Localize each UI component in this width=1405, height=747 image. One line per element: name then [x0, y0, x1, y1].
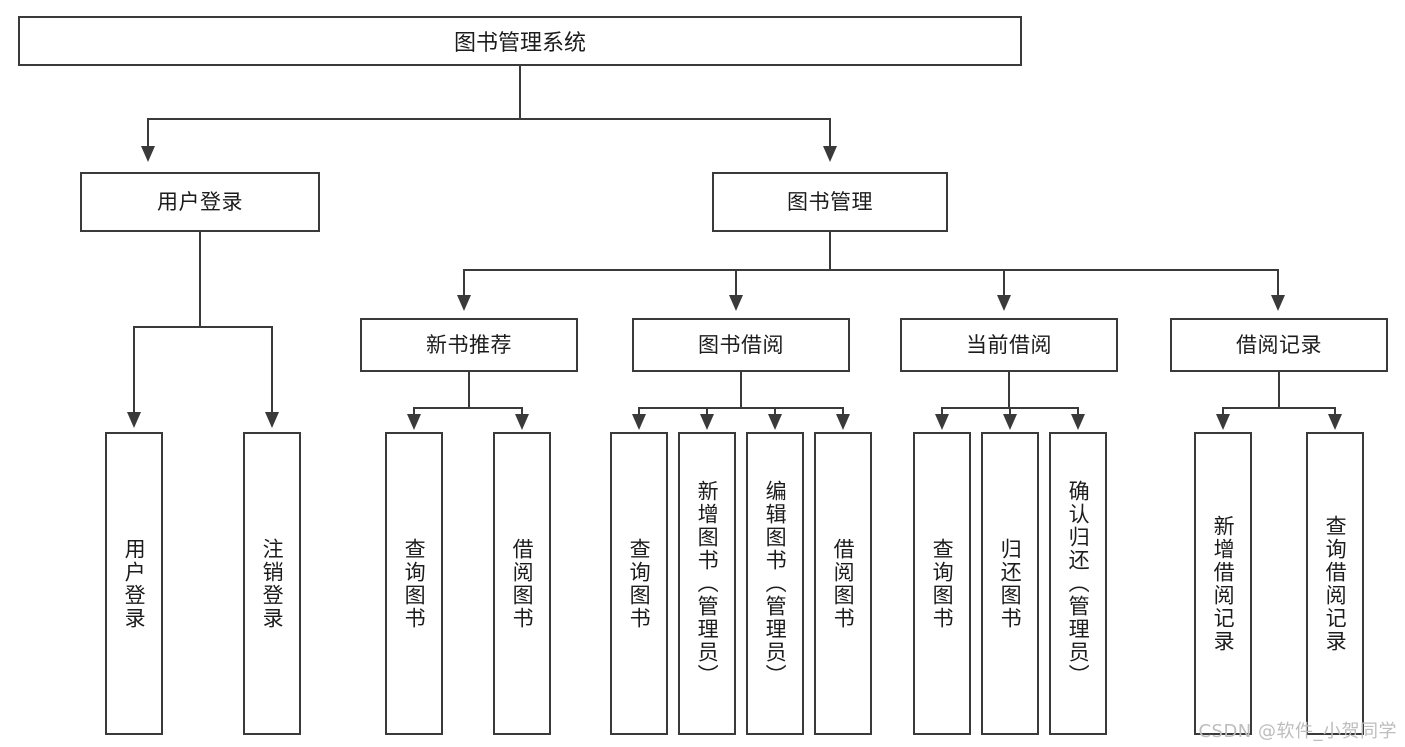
connector-book-borrow-stem [740, 372, 742, 408]
arrowhead-leaf-c3 [1071, 414, 1085, 430]
connector-new-book-stem [468, 372, 470, 408]
leaf-book-borrow-1-label: 新增图书（管理员） [695, 480, 720, 687]
arrowhead-leaf-c2 [1003, 414, 1017, 430]
connector-level1-bus [147, 118, 831, 120]
leaf-new-book-0[interactable]: 查询图书 [385, 432, 443, 735]
node-book-manage-label: 图书管理 [787, 189, 873, 214]
node-current-borrow[interactable]: 当前借阅 [900, 318, 1118, 372]
leaf-user-login-0[interactable]: 用户登录 [105, 432, 163, 735]
connector-drop-leaf-b1 [638, 407, 640, 416]
connector-new-book-bus [413, 407, 523, 409]
connector-drop-leaf-u1 [133, 326, 135, 414]
connector-drop-leaf-r2 [1334, 407, 1336, 416]
leaf-borrow-record-1-label: 查询借阅记录 [1323, 514, 1348, 653]
arrowhead-leaf-n2 [515, 414, 529, 430]
leaf-user-login-1-label: 注销登录 [260, 537, 285, 630]
node-current-borrow-label: 当前借阅 [966, 332, 1052, 357]
node-new-book-recommend[interactable]: 新书推荐 [360, 318, 578, 372]
node-book-borrow[interactable]: 图书借阅 [632, 318, 850, 372]
connector-user-login-bus [133, 326, 271, 328]
arrowhead-borrow [729, 295, 743, 311]
connector-drop-leaf-c2 [1009, 407, 1011, 416]
arrowhead-user-login [141, 146, 155, 162]
connector-level2-bus [463, 269, 1279, 271]
leaf-current-borrow-1-label: 归还图书 [998, 537, 1023, 630]
arrowhead-record [1271, 295, 1285, 311]
leaf-book-borrow-0[interactable]: 查询图书 [610, 432, 668, 735]
node-borrow-record-label: 借阅记录 [1236, 332, 1322, 357]
arrowhead-leaf-r1 [1216, 414, 1230, 430]
leaf-borrow-record-1[interactable]: 查询借阅记录 [1306, 432, 1364, 735]
node-book-manage[interactable]: 图书管理 [712, 172, 948, 232]
connector-drop-leaf-n1 [413, 407, 415, 416]
leaf-current-borrow-2-label: 确认归还（管理员） [1066, 480, 1091, 687]
leaf-book-borrow-2-label: 编辑图书（管理员） [763, 480, 788, 687]
connector-drop-leaf-c3 [1077, 407, 1079, 416]
node-new-book-recommend-label: 新书推荐 [426, 332, 512, 357]
node-book-borrow-label: 图书借阅 [698, 332, 784, 357]
connector-book-manage-stem [829, 232, 831, 270]
node-borrow-record[interactable]: 借阅记录 [1170, 318, 1388, 372]
arrowhead-leaf-u2 [265, 412, 279, 428]
arrowhead-leaf-b2 [700, 414, 714, 430]
node-root-label: 图书管理系统 [453, 31, 586, 56]
connector-drop-record [1277, 269, 1279, 297]
arrowhead-leaf-b3 [768, 414, 782, 430]
leaf-borrow-record-0[interactable]: 新增借阅记录 [1194, 432, 1252, 735]
arrowhead-leaf-u1 [127, 412, 141, 428]
connector-drop-leaf-u2 [271, 326, 273, 414]
leaf-book-borrow-1[interactable]: 新增图书（管理员） [678, 432, 736, 735]
leaf-book-borrow-0-label: 查询图书 [627, 537, 652, 630]
arrowhead-leaf-c1 [935, 414, 949, 430]
leaf-user-login-0-label: 用户登录 [122, 537, 147, 630]
connector-user-login-stem [199, 232, 201, 327]
leaf-new-book-0-label: 查询图书 [402, 537, 427, 630]
leaf-book-borrow-3[interactable]: 借阅图书 [814, 432, 872, 735]
leaf-new-book-1[interactable]: 借阅图书 [493, 432, 551, 735]
connector-book-borrow-bus [638, 407, 844, 409]
connector-drop-leaf-b2 [706, 407, 708, 416]
leaf-book-borrow-2[interactable]: 编辑图书（管理员） [746, 432, 804, 735]
leaf-borrow-record-0-label: 新增借阅记录 [1211, 514, 1236, 653]
leaf-new-book-1-label: 借阅图书 [510, 537, 535, 630]
connector-drop-leaf-b3 [774, 407, 776, 416]
connector-root-stem [519, 66, 521, 119]
arrowhead-leaf-b4 [836, 414, 850, 430]
connector-current-borrow-stem [1008, 372, 1010, 408]
arrowhead-book-manage [823, 146, 837, 162]
node-root-system[interactable]: 图书管理系统 [18, 16, 1022, 66]
leaf-current-borrow-2[interactable]: 确认归还（管理员） [1049, 432, 1107, 735]
leaf-user-login-1[interactable]: 注销登录 [243, 432, 301, 735]
connector-drop-new-book [463, 269, 465, 297]
arrowhead-current [997, 295, 1011, 311]
arrowhead-leaf-b1 [632, 414, 646, 430]
node-user-login[interactable]: 用户登录 [80, 172, 320, 232]
connector-drop-leaf-r1 [1222, 407, 1224, 416]
node-user-login-label: 用户登录 [157, 189, 243, 214]
arrowhead-leaf-n1 [407, 414, 421, 430]
connector-borrow-record-stem [1278, 372, 1280, 408]
leaf-current-borrow-0-label: 查询图书 [930, 537, 955, 630]
leaf-book-borrow-3-label: 借阅图书 [831, 537, 856, 630]
arrowhead-leaf-r2 [1328, 414, 1342, 430]
connector-drop-borrow [735, 269, 737, 297]
connector-drop-current [1003, 269, 1005, 297]
connector-drop-leaf-b4 [842, 407, 844, 416]
leaf-current-borrow-1[interactable]: 归还图书 [981, 432, 1039, 735]
connector-borrow-record-bus [1222, 407, 1336, 409]
leaf-current-borrow-0[interactable]: 查询图书 [913, 432, 971, 735]
connector-drop-leaf-n2 [521, 407, 523, 416]
connector-drop-book-manage [829, 118, 831, 148]
arrowhead-new-book [457, 295, 471, 311]
connector-drop-leaf-c1 [941, 407, 943, 416]
connector-drop-user-login [147, 118, 149, 148]
